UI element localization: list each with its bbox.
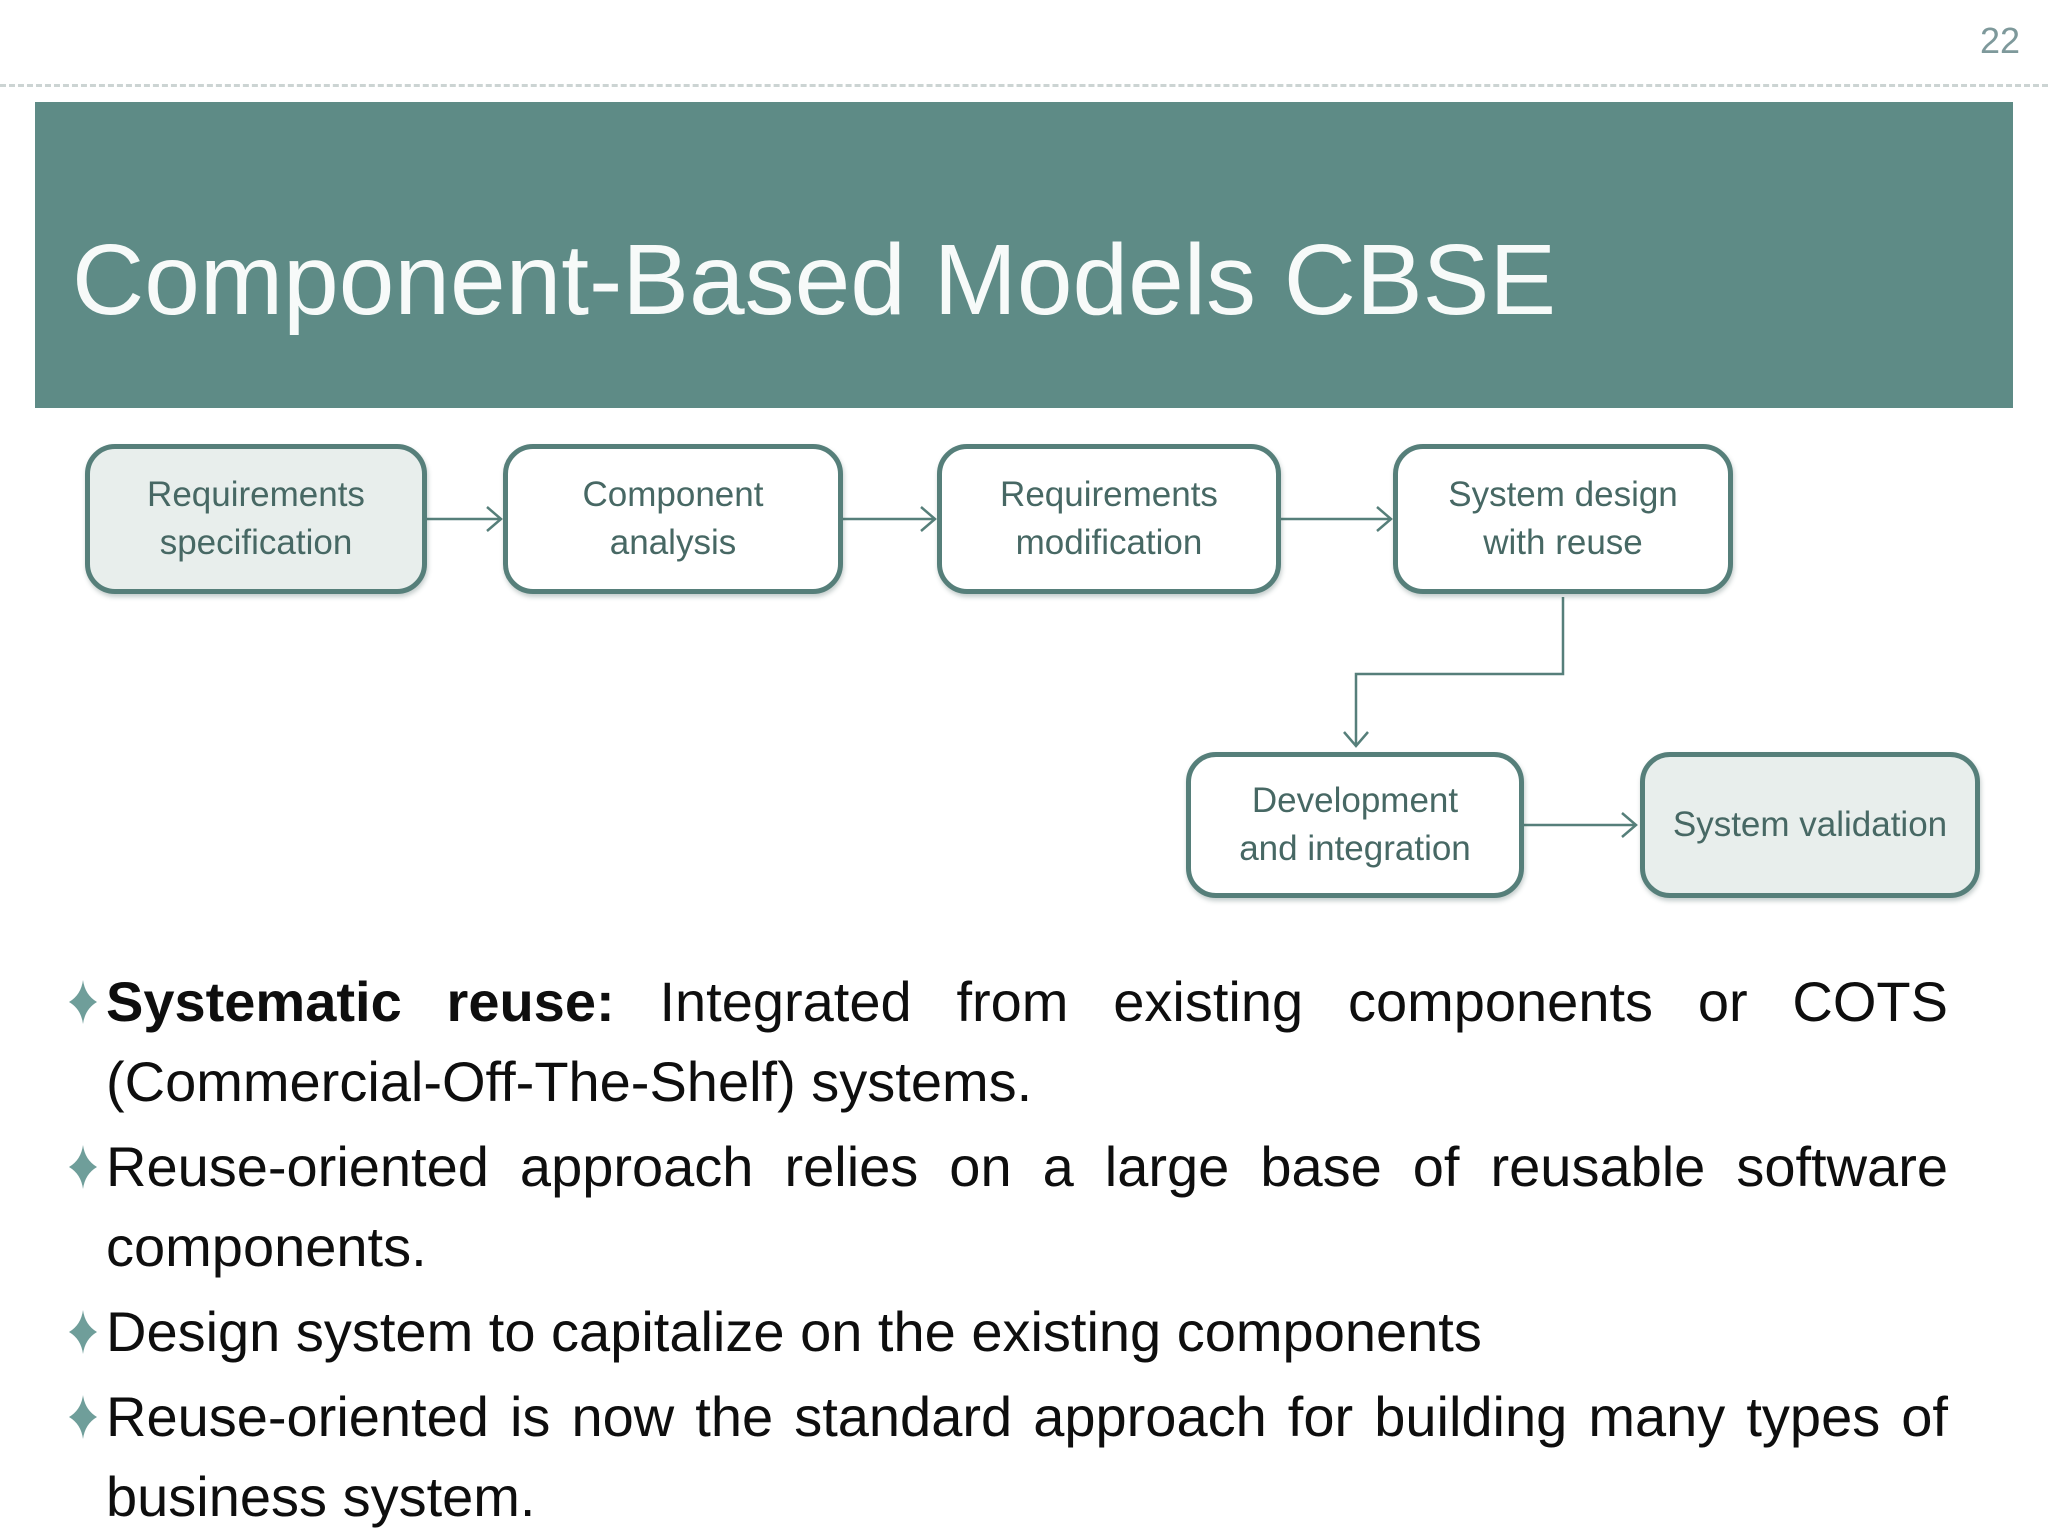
dashed-divider xyxy=(0,84,2048,87)
slide-title: Component-Based Models CBSE xyxy=(72,223,1557,336)
flow-box-component-analysis: Component analysis xyxy=(503,444,843,594)
sparkle-bullet-icon xyxy=(68,979,98,1025)
bullet-body-text: Design system to capitalize on the exist… xyxy=(106,1300,1482,1363)
bullet-design-system: Design system to capitalize on the exist… xyxy=(68,1292,1948,1372)
bullet-systematic-reuse: Systematic reuse: Integrated from existi… xyxy=(68,962,1948,1122)
flow-box-system-validation: System validation xyxy=(1640,752,1980,898)
sparkle-bullet-icon xyxy=(68,1394,98,1440)
bullet-lead-text: Systematic reuse: xyxy=(106,970,615,1033)
bullet-body-text: Reuse-oriented is now the standard appro… xyxy=(106,1385,1948,1528)
bullet-standard-approach: Reuse-oriented is now the standard appro… xyxy=(68,1377,1948,1536)
flow-box-requirements-specification: Requirements specification xyxy=(85,444,427,594)
flow-box-development-and-integration: Development and integration xyxy=(1186,752,1524,898)
sparkle-bullet-icon xyxy=(68,1144,98,1190)
bullet-reuse-oriented-approach: Reuse-oriented approach relies on a larg… xyxy=(68,1127,1948,1287)
bullet-body-text: Integrated from existing components or C… xyxy=(106,970,1948,1113)
bullet-list: Systematic reuse: Integrated from existi… xyxy=(68,962,1948,1536)
flow-box-system-design-with-reuse: System design with reuse xyxy=(1393,444,1733,594)
page-number: 22 xyxy=(1979,20,2020,61)
title-band: Component-Based Models CBSE xyxy=(35,102,2013,408)
bullet-body-text: Reuse-oriented approach relies on a larg… xyxy=(106,1135,1948,1278)
elbow-design-to-development xyxy=(1343,597,1565,748)
flow-box-requirements-modification: Requirements modification xyxy=(937,444,1281,594)
sparkle-bullet-icon xyxy=(68,1309,98,1355)
